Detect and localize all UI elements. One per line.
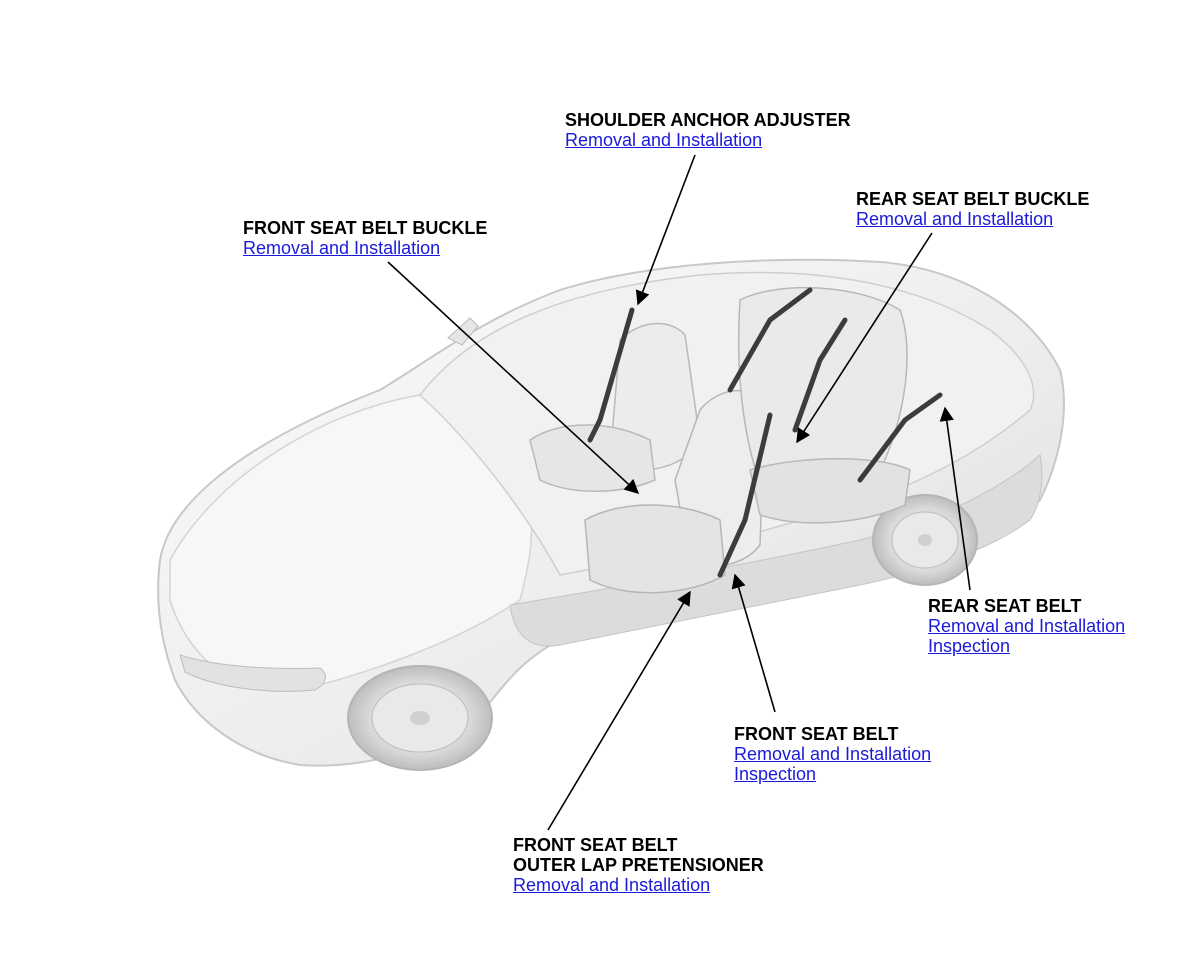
front-wheel (347, 665, 493, 771)
link-inspection[interactable]: Inspection (928, 636, 1011, 656)
leader-rear-belt (939, 406, 971, 591)
callout-title-line2: OUTER LAP PRETENSIONER (513, 855, 764, 875)
callout-front-seat-belt: FRONT SEAT BELT Removal and Installation… (734, 724, 931, 784)
leader-shoulder-anchor (635, 154, 696, 306)
callout-front-seat-belt-buckle: FRONT SEAT BELT BUCKLE Removal and Insta… (243, 218, 487, 258)
headlight (179, 654, 326, 692)
callout-rear-seat-belt-buckle: REAR SEAT BELT BUCKLE Removal and Instal… (856, 189, 1089, 229)
callout-title: FRONT SEAT BELT (734, 724, 899, 744)
link-removal-and-installation[interactable]: Removal and Installation (856, 209, 1054, 229)
leader-lines (387, 154, 971, 831)
seat-belt-webbing (587, 287, 943, 578)
callout-title: REAR SEAT BELT BUCKLE (856, 189, 1090, 209)
callout-rear-seat-belt: REAR SEAT BELT Removal and Installation … (928, 596, 1125, 656)
link-removal-and-installation[interactable]: Removal and Installation (734, 744, 932, 764)
rear-seat (738, 286, 911, 524)
leader-front-belt (731, 573, 776, 713)
link-removal-and-installation[interactable]: Removal and Installation (243, 238, 441, 258)
callout-front-seat-belt-outer-lap-pretensioner: FRONT SEAT BELT OUTER LAP PRETENSIONER R… (513, 835, 764, 895)
rear-wheel (872, 494, 978, 586)
link-removal-and-installation[interactable]: Removal and Installation (513, 875, 711, 895)
link-removal-and-installation[interactable]: Removal and Installation (928, 616, 1126, 636)
callout-title-line1: FRONT SEAT BELT (513, 835, 678, 855)
callout-title: REAR SEAT BELT (928, 596, 1082, 616)
callout-title: FRONT SEAT BELT BUCKLE (243, 218, 488, 238)
callout-shoulder-anchor-adjuster: SHOULDER ANCHOR ADJUSTER Removal and Ins… (565, 110, 851, 150)
callout-title: SHOULDER ANCHOR ADJUSTER (565, 110, 851, 130)
link-inspection[interactable]: Inspection (734, 764, 817, 784)
leader-front-buckle (387, 261, 640, 494)
leader-outer-lap-pretensioner (547, 590, 691, 831)
link-removal-and-installation[interactable]: Removal and Installation (565, 130, 763, 150)
front-passenger-seat (529, 322, 701, 492)
leader-rear-buckle (796, 232, 933, 444)
